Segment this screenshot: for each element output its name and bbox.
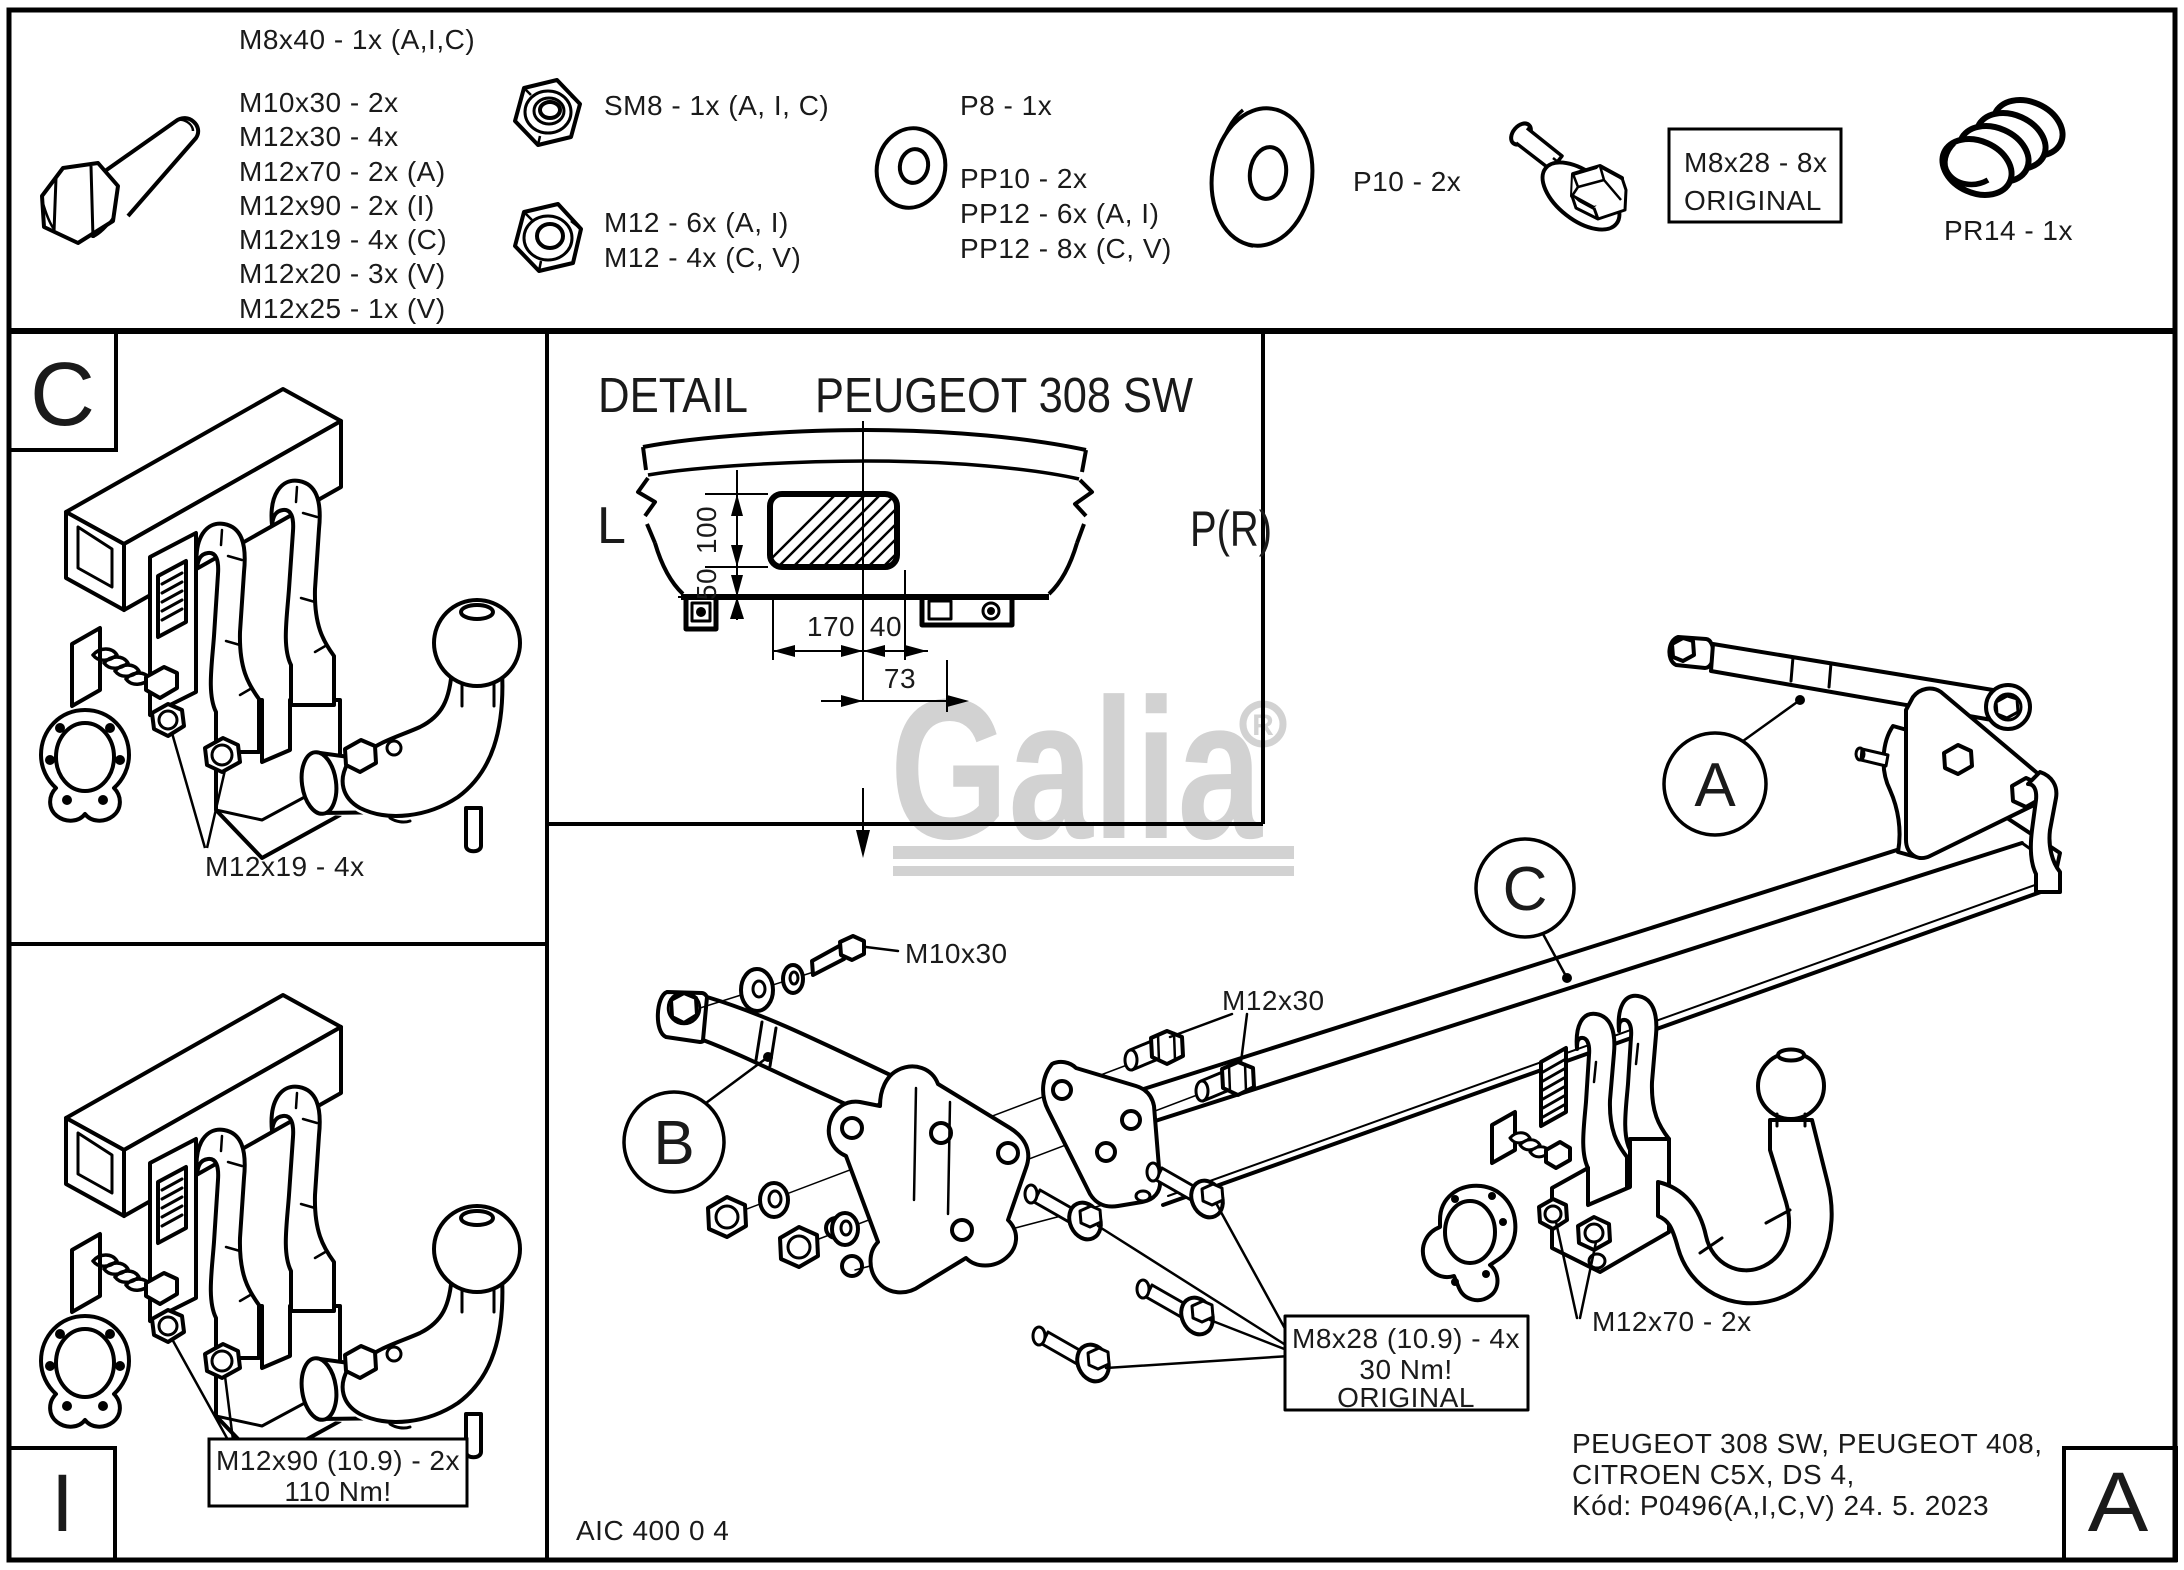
svg-text:PP12 - 8x (C, V): PP12 - 8x (C, V): [960, 233, 1172, 264]
svg-text:P10 - 2x: P10 - 2x: [1353, 166, 1461, 197]
svg-text:A: A: [1694, 751, 1736, 820]
svg-text:I: I: [51, 1458, 74, 1549]
svg-text:L: L: [597, 497, 626, 555]
svg-text:Kód: P0496(A,I,C,V) 24. 5. 20: Kód: P0496(A,I,C,V) 24. 5. 2023: [1572, 1490, 1989, 1521]
svg-text:ORIGINAL: ORIGINAL: [1337, 1382, 1475, 1413]
svg-text:100: 100: [691, 506, 722, 554]
svg-text:M12x70 - 2x: M12x70 - 2x: [1592, 1306, 1752, 1337]
svg-text:M12x19 - 4x: M12x19 - 4x: [205, 851, 365, 882]
svg-text:73: 73: [884, 663, 916, 694]
svg-text:M12x90 (10.9) - 2x: M12x90 (10.9) - 2x: [216, 1445, 460, 1476]
svg-text:DETAIL: DETAIL: [598, 369, 748, 423]
svg-text:C: C: [30, 345, 95, 445]
svg-text:M12x20 - 3x (V): M12x20 - 3x (V): [239, 258, 446, 289]
svg-text:ORIGINAL: ORIGINAL: [1684, 185, 1822, 216]
svg-text:M12 - 4x (C, V): M12 - 4x (C, V): [604, 242, 801, 273]
svg-text:M10x30: M10x30: [905, 938, 1008, 969]
svg-text:P(R): P(R): [1190, 501, 1272, 557]
svg-text:Galia: Galia: [890, 658, 1263, 881]
svg-text:SM8 - 1x (A, I, C): SM8 - 1x (A, I, C): [604, 90, 829, 121]
svg-text:PP12 - 6x (A, I): PP12 - 6x (A, I): [960, 198, 1159, 229]
svg-text:110 Nm!: 110 Nm!: [284, 1476, 391, 1507]
svg-text:PP10 - 2x: PP10 - 2x: [960, 163, 1087, 194]
svg-text:M12x19 - 4x (C): M12x19 - 4x (C): [239, 224, 447, 255]
svg-text:M8x28 - 8x: M8x28 - 8x: [1684, 147, 1828, 178]
svg-text:C: C: [1503, 855, 1548, 924]
svg-text:PEUGEOT 308 SW, PEUGEOT 408,: PEUGEOT 308 SW, PEUGEOT 408,: [1572, 1428, 2042, 1459]
svg-text:50: 50: [691, 568, 722, 600]
svg-text:M12 - 6x (A, I): M12 - 6x (A, I): [604, 207, 789, 238]
svg-text:M12x70 - 2x (A): M12x70 - 2x (A): [239, 156, 446, 187]
svg-text:AIC 400 0 4: AIC 400 0 4: [576, 1515, 729, 1546]
svg-text:M12x30 - 4x: M12x30 - 4x: [239, 121, 399, 152]
svg-text:M8x28 (10.9) - 4x: M8x28 (10.9) - 4x: [1292, 1323, 1520, 1354]
svg-text:40: 40: [870, 611, 902, 642]
svg-text:170: 170: [807, 611, 855, 642]
svg-text:M12x90 - 2x (I): M12x90 - 2x (I): [239, 190, 435, 221]
svg-text:B: B: [653, 1109, 694, 1178]
svg-text:P8 - 1x: P8 - 1x: [960, 90, 1052, 121]
svg-text:M8x40 - 1x (A,I,C): M8x40 - 1x (A,I,C): [239, 24, 475, 55]
svg-text:M12x30: M12x30: [1222, 985, 1325, 1016]
svg-text:A: A: [2088, 1455, 2149, 1549]
svg-text:CITROEN C5X, DS 4,: CITROEN C5X, DS 4,: [1572, 1459, 1855, 1490]
svg-text:M12x25 - 1x (V): M12x25 - 1x (V): [239, 293, 446, 324]
svg-text:PEUGEOT 308 SW: PEUGEOT 308 SW: [815, 369, 1194, 423]
svg-text:30 Nm!: 30 Nm!: [1359, 1354, 1452, 1385]
svg-text:M10x30 - 2x: M10x30 - 2x: [239, 87, 399, 118]
svg-text:PR14 - 1x: PR14 - 1x: [1944, 215, 2073, 246]
